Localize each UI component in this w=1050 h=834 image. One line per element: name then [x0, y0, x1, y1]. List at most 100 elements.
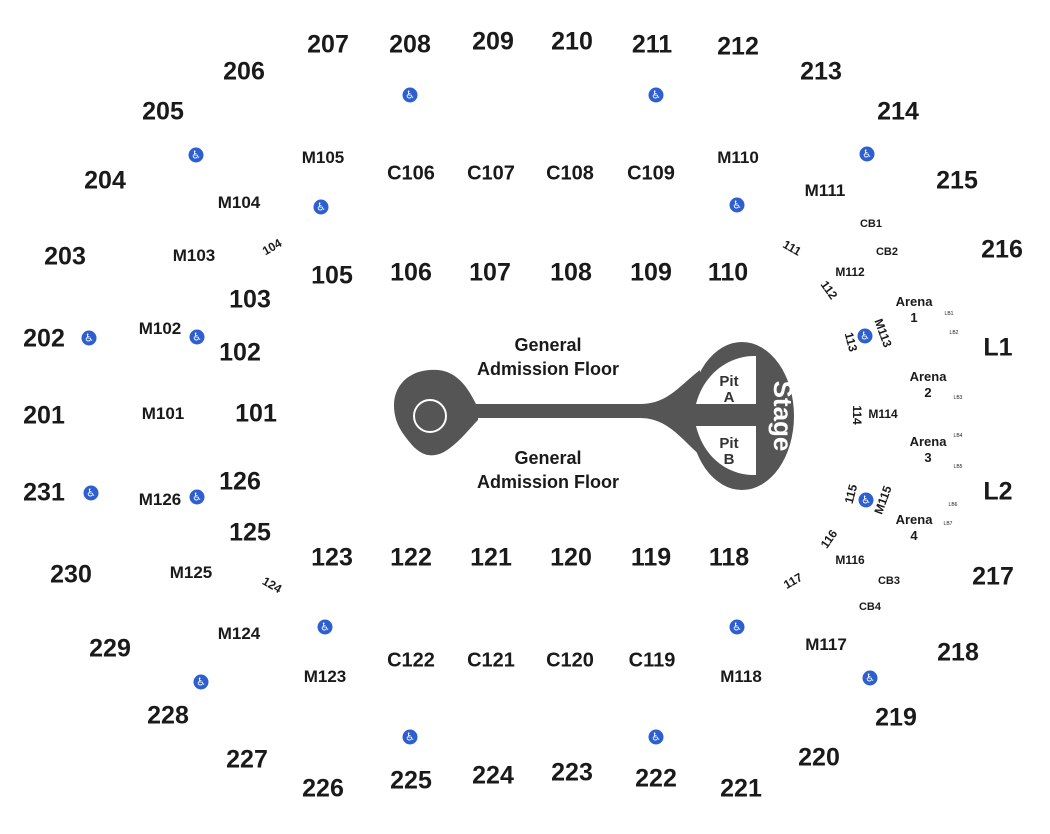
pit-b-shape[interactable]	[696, 426, 756, 476]
section-114[interactable]: 114	[850, 405, 864, 425]
arena-1-line1: Arena	[895, 294, 933, 309]
section-c120[interactable]: C120	[546, 649, 594, 672]
section-c109[interactable]: C109	[627, 162, 675, 185]
section-215[interactable]: 215	[936, 166, 978, 195]
section-c121[interactable]: C121	[467, 649, 515, 672]
section-l1[interactable]: L1	[983, 333, 1013, 362]
section-212[interactable]: 212	[717, 32, 759, 61]
section-c107[interactable]: C107	[467, 162, 515, 185]
section-101[interactable]: 101	[235, 399, 277, 428]
section-201[interactable]: 201	[23, 401, 65, 430]
ga-floor-top-label[interactable]: General Admission Floor	[477, 333, 619, 381]
section-224[interactable]: 224	[472, 761, 514, 790]
section-m124[interactable]: M124	[217, 624, 261, 643]
ga-bottom-line1: General	[514, 448, 582, 468]
section-m103[interactable]: M103	[172, 246, 216, 265]
section-126[interactable]: 126	[219, 467, 261, 496]
section-m117[interactable]: M117	[805, 635, 847, 654]
section-m114[interactable]: M114	[868, 407, 898, 421]
section-108[interactable]: 108	[550, 258, 592, 287]
section-m118[interactable]: M118	[720, 667, 762, 686]
section-229[interactable]: 229	[89, 634, 131, 663]
section-227[interactable]: 227	[226, 745, 268, 774]
section-103[interactable]: 103	[229, 285, 271, 314]
section-213[interactable]: 213	[800, 57, 842, 86]
section-107[interactable]: 107	[469, 258, 511, 287]
section-217[interactable]: 217	[972, 562, 1014, 591]
section-218[interactable]: 218	[937, 638, 979, 667]
arena-2-line1: Arena	[909, 369, 947, 384]
section-arena-1[interactable]: Arena 1	[896, 294, 933, 326]
section-m104[interactable]: M104	[217, 193, 261, 212]
section-c122[interactable]: C122	[387, 649, 435, 672]
section-m123[interactable]: M123	[303, 667, 347, 686]
pit-b-label-line1: Pit	[719, 435, 738, 452]
section-230[interactable]: 230	[50, 560, 92, 589]
section-lb1[interactable]: LB1	[944, 311, 954, 317]
section-106[interactable]: 106	[390, 258, 432, 287]
section-m110[interactable]: M110	[717, 148, 759, 167]
section-119[interactable]: 119	[630, 543, 672, 572]
section-202[interactable]: 202	[23, 324, 65, 353]
section-m125[interactable]: M125	[169, 563, 213, 582]
wheelchair-icon: ♿	[858, 492, 874, 508]
section-122[interactable]: 122	[390, 543, 432, 572]
section-c108[interactable]: C108	[546, 162, 594, 185]
section-120[interactable]: 120	[550, 543, 592, 572]
section-m101[interactable]: M101	[141, 404, 185, 423]
section-209[interactable]: 209	[472, 27, 514, 56]
section-207[interactable]: 207	[307, 30, 349, 59]
section-m116[interactable]: M116	[835, 553, 865, 567]
section-118[interactable]: 118	[708, 543, 750, 572]
section-m112[interactable]: M112	[835, 265, 865, 279]
section-223[interactable]: 223	[551, 758, 593, 787]
section-206[interactable]: 206	[223, 57, 265, 86]
section-220[interactable]: 220	[798, 743, 840, 772]
section-m126[interactable]: M126	[138, 490, 182, 509]
section-cb3[interactable]: CB3	[877, 575, 901, 587]
section-m105[interactable]: M105	[301, 148, 345, 167]
section-arena-3[interactable]: Arena 3	[910, 434, 947, 466]
section-m102[interactable]: M102	[138, 319, 182, 338]
section-123[interactable]: 123	[311, 543, 353, 572]
section-228[interactable]: 228	[147, 701, 189, 730]
section-c106[interactable]: C106	[387, 162, 435, 185]
section-219[interactable]: 219	[875, 703, 917, 732]
section-lb3[interactable]: LB3	[953, 395, 963, 401]
section-125[interactable]: 125	[229, 518, 271, 547]
section-210[interactable]: 210	[551, 27, 593, 56]
section-203[interactable]: 203	[44, 242, 86, 271]
section-110[interactable]: 110	[707, 258, 749, 287]
section-214[interactable]: 214	[877, 97, 919, 126]
section-222[interactable]: 222	[635, 764, 677, 793]
section-204[interactable]: 204	[84, 166, 126, 195]
section-lb7[interactable]: LB7	[943, 521, 953, 527]
pit-a-shape[interactable]	[696, 355, 756, 404]
section-lb2[interactable]: LB2	[949, 330, 959, 336]
section-225[interactable]: 225	[390, 766, 432, 795]
section-216[interactable]: 216	[981, 235, 1023, 264]
section-109[interactable]: 109	[630, 258, 672, 287]
section-205[interactable]: 205	[142, 97, 184, 126]
section-105[interactable]: 105	[311, 261, 353, 290]
section-c119[interactable]: C119	[628, 649, 676, 672]
section-arena-4[interactable]: Arena 4	[896, 512, 933, 544]
section-231[interactable]: 231	[23, 478, 65, 507]
section-lb5[interactable]: LB5	[953, 464, 963, 470]
ga-floor-bottom-label[interactable]: General Admission Floor	[477, 446, 619, 494]
section-211[interactable]: 211	[631, 30, 673, 59]
section-arena-2[interactable]: Arena 2	[910, 369, 947, 401]
section-l2[interactable]: L2	[983, 477, 1013, 506]
section-121[interactable]: 121	[470, 543, 512, 572]
section-cb4[interactable]: CB4	[858, 601, 882, 613]
section-lb6[interactable]: LB6	[948, 502, 958, 508]
section-226[interactable]: 226	[302, 774, 344, 803]
section-208[interactable]: 208	[389, 30, 431, 59]
section-cb1[interactable]: CB1	[859, 218, 883, 230]
stage-label: Stage	[768, 381, 798, 452]
section-221[interactable]: 221	[720, 774, 762, 803]
section-m111[interactable]: M111	[804, 181, 846, 200]
section-cb2[interactable]: CB2	[875, 246, 899, 258]
section-lb4[interactable]: LB4	[953, 433, 963, 439]
section-102[interactable]: 102	[219, 338, 261, 367]
